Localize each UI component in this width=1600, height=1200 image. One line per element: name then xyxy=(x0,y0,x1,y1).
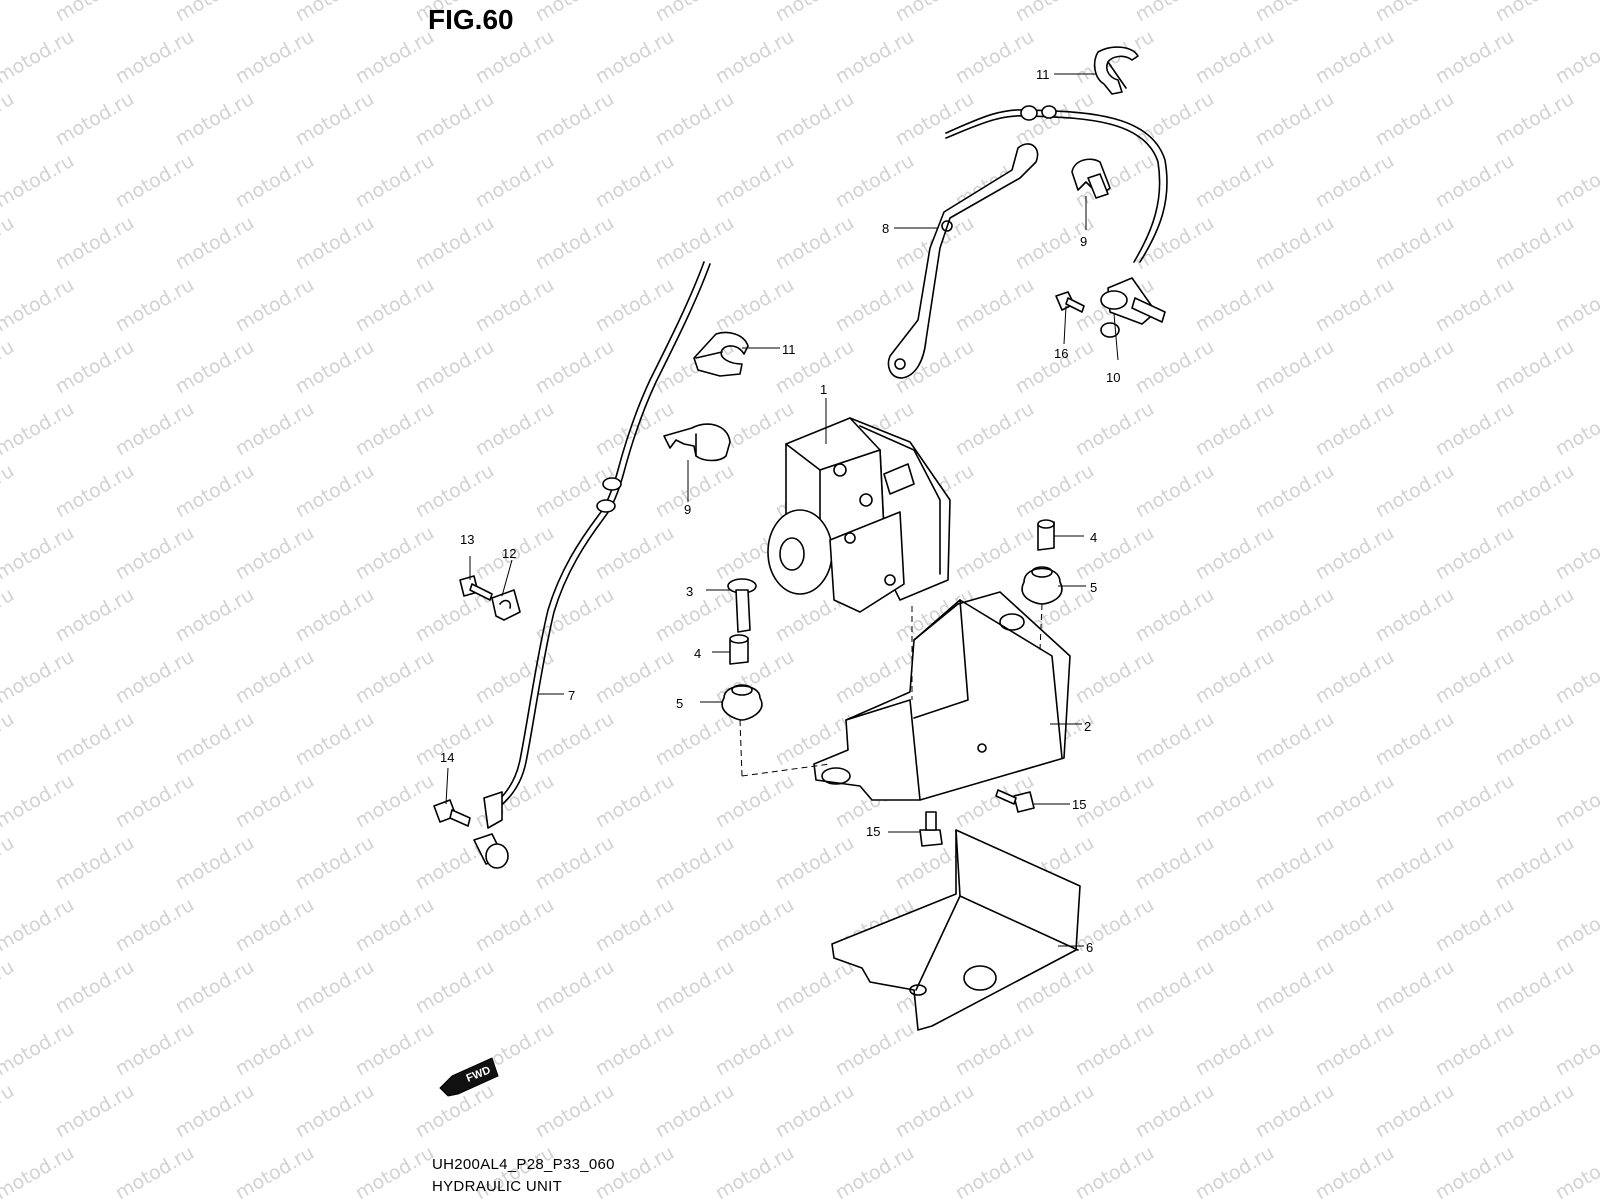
callout-10: 10 xyxy=(1106,370,1120,385)
part-6-cover xyxy=(831,829,1081,1031)
part-13-bolt xyxy=(459,575,493,601)
callout-5-right: 5 xyxy=(1090,580,1097,595)
part-2-bracket xyxy=(813,591,1071,801)
figure-title: FIG.60 xyxy=(428,4,514,35)
part-10-sensor-cable xyxy=(945,105,1168,338)
leader-lines xyxy=(445,73,1119,947)
part-11-clamp-top xyxy=(1093,46,1139,95)
callout-13: 13 xyxy=(460,532,474,547)
part-15-bolt-right xyxy=(995,789,1035,813)
callout-4-left: 4 xyxy=(694,646,701,661)
assembly-line-bottom xyxy=(741,763,831,777)
part-1-hydraulic-unit xyxy=(767,417,951,613)
callout-16: 16 xyxy=(1054,346,1068,361)
callout-9-top: 9 xyxy=(1080,234,1087,249)
assembly-line-left xyxy=(739,719,743,777)
part-12-clip xyxy=(491,589,521,621)
callout-1: 1 xyxy=(820,382,827,397)
part-15-bolt-lower xyxy=(919,811,943,847)
part-11-clamp-left xyxy=(693,331,749,377)
callout-4-right: 4 xyxy=(1090,530,1097,545)
callout-5-left: 5 xyxy=(676,696,683,711)
part-5-grommet-left xyxy=(721,684,763,721)
callout-9-left: 9 xyxy=(684,502,691,517)
callout-2: 2 xyxy=(1084,719,1091,734)
footer-code: UH200AL4_P28_P33_060 xyxy=(432,1156,615,1173)
part-16-bolt xyxy=(1055,291,1085,313)
callout-8: 8 xyxy=(882,221,889,236)
part-8-bracket xyxy=(887,143,1039,379)
part-4-collar-right xyxy=(1037,519,1055,551)
callout-6: 6 xyxy=(1086,940,1093,955)
footer-name: HYDRAULIC UNIT xyxy=(432,1178,563,1195)
callout-15-right: 15 xyxy=(1072,797,1086,812)
part-14-bolt xyxy=(433,799,471,827)
callout-3: 3 xyxy=(686,584,693,599)
part-9-clamp-left xyxy=(663,423,731,462)
callout-11-left: 11 xyxy=(782,342,796,357)
part-3-bolt xyxy=(727,578,757,633)
callout-12: 12 xyxy=(502,546,516,561)
assembly-line-right xyxy=(1039,603,1043,651)
part-9-clamp-top xyxy=(1071,158,1111,199)
part-4-collar-left xyxy=(729,634,749,665)
callout-11-top: 11 xyxy=(1036,67,1050,82)
callout-7: 7 xyxy=(568,688,575,703)
callout-14: 14 xyxy=(440,750,454,765)
fwd-arrow-icon: FWD xyxy=(439,1057,499,1097)
part-7-sensor-cable xyxy=(473,261,711,869)
part-5-grommet-right xyxy=(1021,566,1063,605)
callout-15-lower: 15 xyxy=(866,824,880,839)
